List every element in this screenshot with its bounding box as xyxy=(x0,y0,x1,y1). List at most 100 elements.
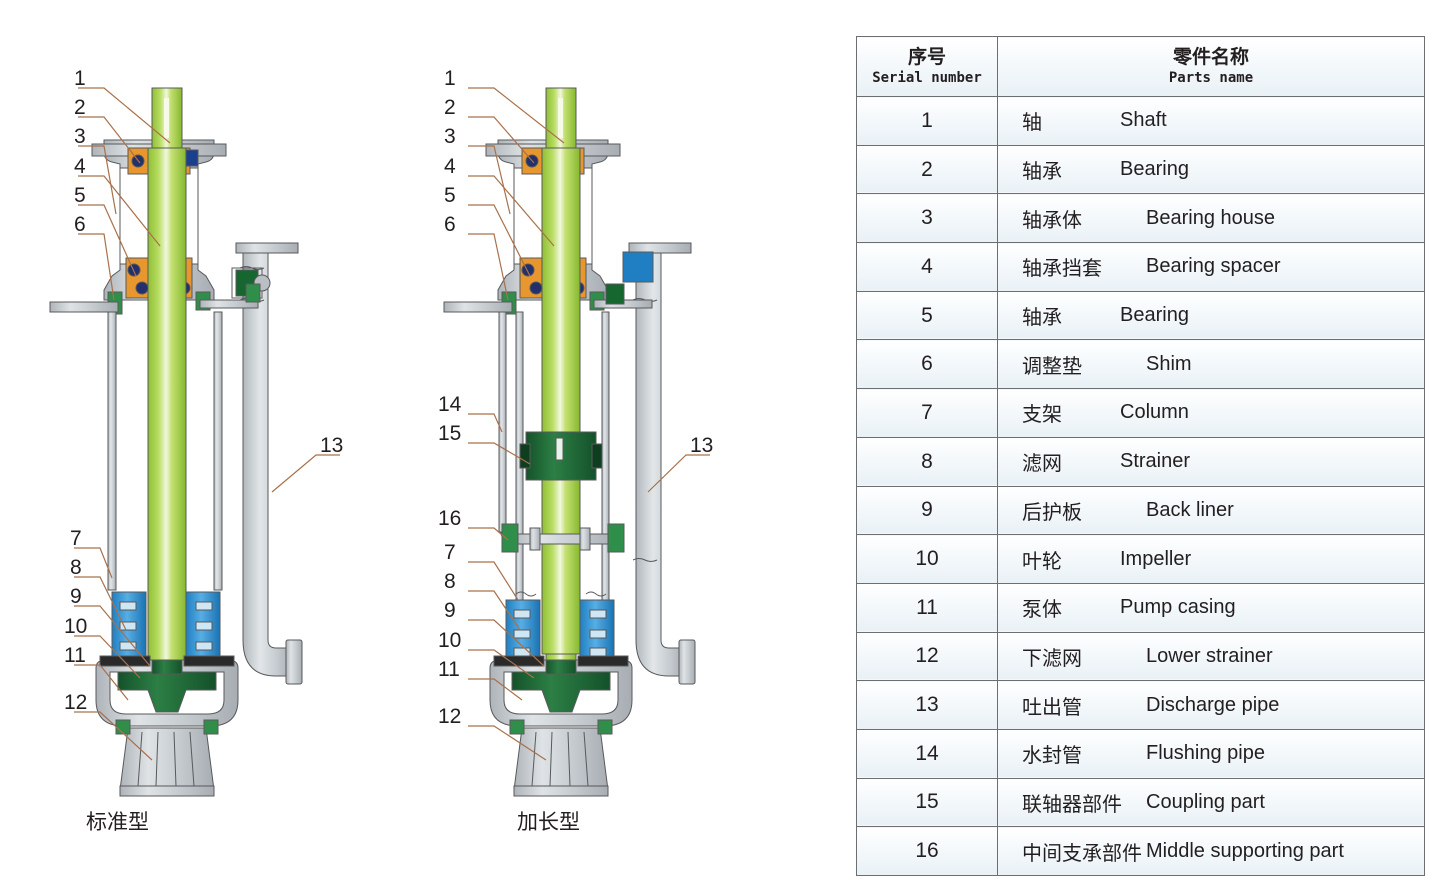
part-name-en: Shim xyxy=(1146,352,1192,375)
cell-part-name: 下滤网 Lower strainer xyxy=(997,631,1425,682)
lower-strainer-12 xyxy=(115,719,219,797)
table-row: 2 轴承 Bearing xyxy=(856,144,1425,195)
callout-extended-15: 15 xyxy=(438,422,462,445)
part-name-cn: 泵体 xyxy=(1022,599,1062,622)
standard-pump-diagram xyxy=(49,87,340,797)
callout-extended-2: 2 xyxy=(444,96,456,119)
strainer-8 xyxy=(111,591,221,663)
callout-standard-1: 1 xyxy=(74,67,86,90)
cell-serial-number: 15 xyxy=(856,777,998,828)
callout-standard-3: 3 xyxy=(74,125,86,148)
header-serial-en: Serial number xyxy=(872,69,982,86)
cell-serial-number: 7 xyxy=(856,388,998,438)
callout-standard-9: 9 xyxy=(70,585,82,608)
callout-standard-12: 12 xyxy=(64,691,88,714)
part-name-cn: 支架 xyxy=(1022,404,1062,427)
shaft-1 xyxy=(147,87,187,689)
header-serial-number: 序号 Serial number xyxy=(856,36,998,97)
header-parts-cn: 零件名称 xyxy=(1172,45,1249,68)
header-parts-en: Parts name xyxy=(1168,69,1254,86)
callout-extended-13: 13 xyxy=(690,434,714,457)
cell-serial-number: 1 xyxy=(856,96,998,146)
callout-extended-14: 14 xyxy=(438,393,462,416)
cell-part-name: 支架 Column xyxy=(997,388,1425,438)
part-name-cn: 下滤网 xyxy=(1022,647,1082,670)
shim-6 xyxy=(49,283,261,315)
part-name-cn: 叶轮 xyxy=(1022,550,1062,573)
part-name-en: Shaft xyxy=(1120,109,1167,132)
part-name-cn: 滤网 xyxy=(1022,453,1062,476)
discharge-pipe-13-ext xyxy=(622,242,696,685)
part-name-cn: 轴承 xyxy=(1022,161,1062,184)
part-name-en: Back liner xyxy=(1146,498,1234,521)
part-name-en: Discharge pipe xyxy=(1146,693,1280,716)
cell-serial-number: 9 xyxy=(856,485,998,536)
callout-extended-12: 12 xyxy=(438,705,462,728)
cell-part-name: 后护板 Back liner xyxy=(997,485,1425,536)
cell-serial-number: 2 xyxy=(856,144,998,195)
callout-standard-5: 5 xyxy=(74,184,86,207)
part-name-cn: 后护板 xyxy=(1022,501,1082,524)
callout-extended-7: 7 xyxy=(444,541,456,564)
callout-extended-5: 5 xyxy=(444,184,456,207)
part-name-en: Middle supporting part xyxy=(1146,839,1344,862)
leader-line-13-standard xyxy=(271,454,340,493)
part-name-en: Bearing spacer xyxy=(1146,255,1281,278)
cell-serial-number: 8 xyxy=(856,436,998,487)
callout-standard-11: 11 xyxy=(64,644,86,667)
cell-part-name: 调整垫 Shim xyxy=(997,339,1425,390)
cell-part-name: 轴承挡套 Bearing spacer xyxy=(997,242,1425,292)
callout-standard-10: 10 xyxy=(64,615,88,638)
coupling-part-15 xyxy=(519,431,603,481)
part-name-cn: 调整垫 xyxy=(1022,355,1082,378)
cell-part-name: 轴承 Bearing xyxy=(997,144,1425,195)
part-name-en: Column xyxy=(1120,401,1189,424)
part-name-cn: 轴承挡套 xyxy=(1022,258,1102,281)
part-name-en: Bearing xyxy=(1120,158,1189,181)
callout-extended-8: 8 xyxy=(444,570,456,593)
part-name-cn: 中间支承部件 xyxy=(1022,842,1142,865)
part-name-cn: 轴承体 xyxy=(1022,209,1082,232)
cell-serial-number: 13 xyxy=(856,680,998,730)
part-name-en: Lower strainer xyxy=(1146,644,1273,667)
column-7 xyxy=(107,311,223,591)
part-name-en: Bearing house xyxy=(1146,206,1275,229)
callout-standard-7: 7 xyxy=(70,527,82,550)
impeller-10-ext xyxy=(511,659,611,713)
callout-standard-6: 6 xyxy=(74,213,86,236)
header-serial-cn: 序号 xyxy=(907,45,946,68)
callout-extended-4: 4 xyxy=(444,155,456,178)
part-name-en: Strainer xyxy=(1120,450,1191,473)
callout-extended-10: 10 xyxy=(438,629,462,652)
flushing-pipe-14 xyxy=(498,311,530,543)
caption-extended-model: 加长型 xyxy=(517,811,580,834)
cell-serial-number: 11 xyxy=(856,582,998,633)
part-name-en: Flushing pipe xyxy=(1146,742,1265,765)
table-row: 7 支架 Column xyxy=(856,388,1425,438)
callout-extended-11: 11 xyxy=(438,658,460,681)
header-parts-name: 零件名称 Parts name xyxy=(997,36,1425,97)
callout-extended-3: 3 xyxy=(444,125,456,148)
callout-standard-4: 4 xyxy=(74,155,86,178)
leader-lines-extended-mid xyxy=(468,413,531,541)
caption-standard-model: 标准型 xyxy=(86,811,149,834)
leader-line-13-extended xyxy=(647,454,710,493)
